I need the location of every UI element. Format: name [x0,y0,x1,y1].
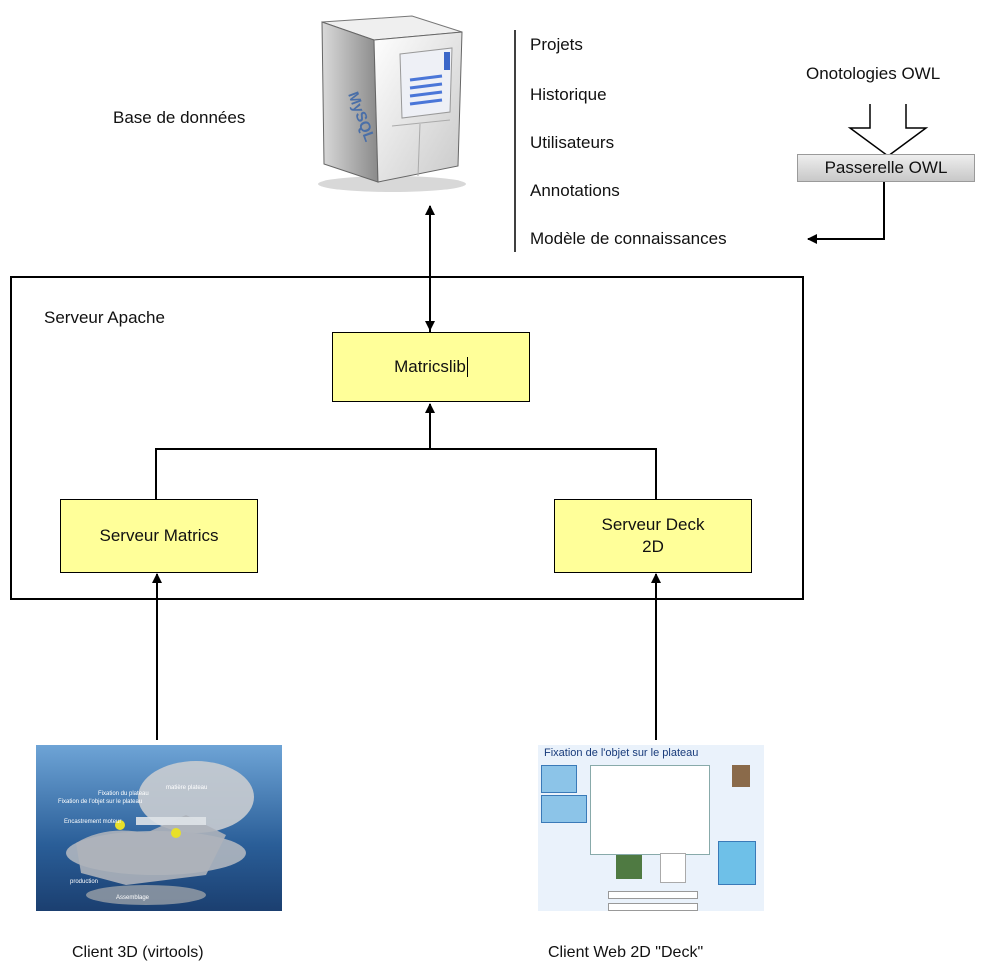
c2d-text-area [590,765,710,855]
apache-server-title: Serveur Apache [44,308,165,327]
c2d-title: Fixation de l'objet sur le plateau [544,747,699,759]
owl-gateway-box: Passerelle OWL [797,154,975,182]
client-3d-scene [66,761,254,905]
owl-gateway-label: Passerelle OWL [824,158,948,177]
deck-server-label-line1: Serveur Deck [601,515,705,534]
text-cursor [466,357,468,377]
matrics-server-label: Serveur Matrics [99,526,219,545]
apache-server-frame [10,276,804,600]
database-server-icon: MySQL [318,15,466,192]
c3d-label-2: matière plateau [166,785,208,791]
c3d-label-5: Assemblage [116,895,150,901]
matricslib-label: Matricslib [394,357,466,376]
owl-ontologies-label: Onotologies OWL [806,64,941,83]
c3d-label-6: production [70,879,99,885]
data-item-modele: Modèle de connaissances [530,229,727,248]
arrow-gateway-to-model [807,182,885,244]
c2d-photo [616,855,642,879]
c2d-screw-image [660,853,686,883]
c2d-input [608,891,698,899]
matrics-server-box: Serveur Matrics [60,499,258,573]
c3d-label-3: Fixation du plateau [98,791,149,797]
database-label: Base de données [113,108,246,127]
data-item-projets: Projets [530,35,583,54]
client-3d-screenshot: Fixation de l'objet sur le plateau matiè… [36,745,282,911]
c3d-label-1: Fixation de l'objet sur le plateau [58,799,143,805]
c2d-right-panel [718,841,756,885]
server-bracket [155,448,657,499]
client-2d-caption: Client Web 2D "Deck" [548,944,704,961]
matricslib-box: Matricslib [332,332,530,402]
data-item-annotations: Annotations [530,181,620,200]
c2d-avatar [732,765,750,787]
data-item-historique: Historique [530,85,607,104]
client-2d-screenshot: Fixation de l'objet sur le plateau [538,745,764,911]
c3d-label-4: Encastrement moteur [64,819,122,825]
hollow-arrow [847,104,929,157]
client-3d-caption: Client 3D (virtools) [72,944,204,961]
c2d-input-2 [608,903,698,911]
c2d-side-panel [541,795,587,823]
data-item-utilisateurs: Utilisateurs [530,133,615,152]
deck-server-box: Serveur Deck 2D [554,499,752,573]
deck-server-label-line2: 2D [642,537,664,556]
c2d-nav [541,765,577,793]
